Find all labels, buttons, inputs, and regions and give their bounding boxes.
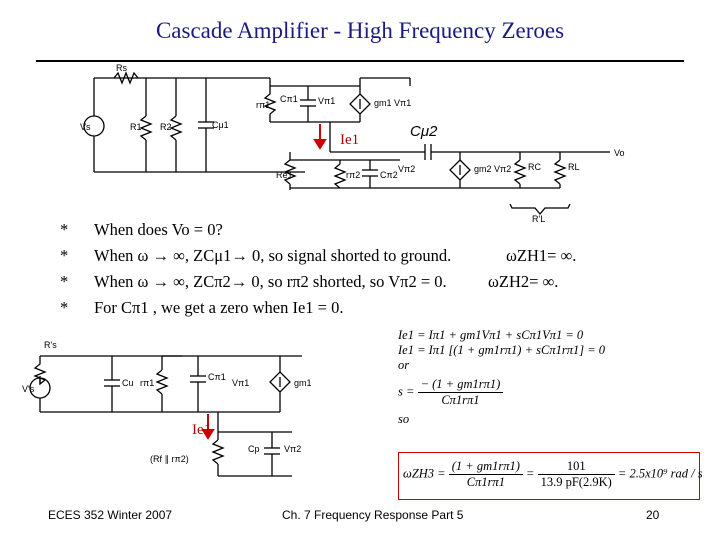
label-rs: Rs (116, 64, 127, 73)
box-result: = 2.5x10⁹ rad / s (617, 466, 703, 481)
label-vpi2: Vπ2 (398, 164, 415, 174)
label-cp: Cp (248, 444, 260, 454)
label-re1: Re1 (276, 170, 293, 180)
label-rpi1-b: rπ1 (140, 378, 154, 388)
ie-label-bottom: Ie1 (192, 422, 212, 438)
label-rpi1: rπ1 (256, 100, 270, 110)
label-rc: RC (528, 162, 541, 172)
label-r1: R1 (130, 122, 142, 132)
label-cu: Cu (122, 378, 134, 388)
label-rpi2: rπ2 (346, 170, 360, 180)
footer-page-number: 20 (646, 508, 660, 522)
equation-block: Ie1 = Iπ1 + gm1Vπ1 + sCπ1Vπ1 = 0 Ie1 = I… (398, 328, 605, 427)
label-cpi1: Cπ1 (280, 94, 298, 104)
label-rf: (Rf ∥ rπ2) (150, 454, 189, 464)
footer-course: ECES 352 Winter 2007 (48, 508, 173, 522)
ie-label-top: Ie1 (340, 132, 360, 148)
label-rl: RL (568, 162, 580, 172)
footer-chapter: Ch. 7 Frequency Response Part 5 (282, 508, 464, 522)
label-cmu1: Cμ1 (212, 120, 229, 130)
equation-line-5: so (398, 412, 410, 426)
label-gm2: gm2 Vπ2 (474, 164, 511, 174)
label-rlp: R'L (532, 214, 545, 224)
label-vsp: V's (22, 384, 35, 394)
top-circuit-diagram: Rs Vs R1 R2 Cμ1 rπ1 Cπ1 Vπ1 gm1 Vπ1 Re1 … (80, 64, 625, 224)
label-vs: Vs (80, 122, 91, 132)
omega-zh1: ωZH1= ∞. (506, 246, 577, 265)
equation-line-3: or (398, 358, 410, 372)
label-vpi1: Vπ1 (318, 96, 335, 106)
label-vpi2-b: Vπ2 (284, 444, 301, 454)
label-r2: R2 (160, 122, 172, 132)
omega-zh2: ωZH2= ∞. (488, 272, 559, 291)
label-rsp: R's (44, 340, 57, 350)
label-gm-b: gm1 (294, 378, 312, 388)
label-vpi1-b: Vπ1 (232, 378, 249, 388)
bottom-circuit-diagram: R's V's Cu rπ1 Cπ1 Vπ1 gm1 (Rf ∥ rπ2) Cp… (22, 340, 312, 477)
equation-line-4: s = − (1 + gm1rπ1)Cπ1rπ1 (398, 377, 605, 408)
label-vo: Vo (614, 148, 625, 158)
label-gm1: gm1 Vπ1 (374, 98, 411, 108)
equation-line-2: Ie1 = Iπ1 [(1 + gm1rπ1) + sCπ1rπ1] = 0 (398, 343, 606, 357)
title-divider (36, 60, 684, 62)
label-cpi1-b: Cπ1 (208, 372, 226, 382)
label-cpi2: Cπ2 (380, 170, 398, 180)
slide-title: Cascade Amplifier - High Frequency Zeroe… (155, 18, 565, 43)
box-lhs: ωZH3 = (403, 466, 446, 481)
equation-line-1: Ie1 = Iπ1 + gm1Vπ1 + sCπ1Vπ1 = 0 (398, 328, 584, 342)
label-cmu2: Cμ2 (410, 123, 438, 140)
